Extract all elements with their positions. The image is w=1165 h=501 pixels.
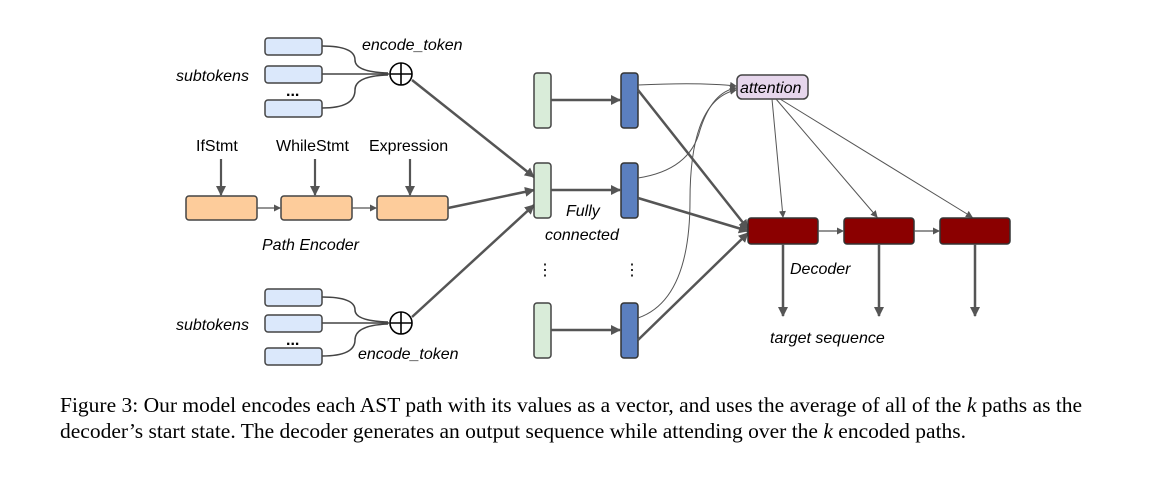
- decoder-label: Decoder: [790, 261, 851, 278]
- merge-curve: [321, 323, 389, 357]
- ellipsis-bottom: ...: [286, 332, 299, 349]
- connected-label: connected: [545, 227, 620, 244]
- decoder: Decoder target sequence: [637, 89, 1011, 347]
- caption-part3: encoded paths.: [832, 419, 967, 443]
- ellipsis-top: ...: [286, 83, 299, 100]
- subtoken-box: [264, 347, 323, 366]
- context-vector: [533, 162, 552, 219]
- context-vector: [533, 302, 552, 359]
- decoder-cell: [939, 217, 1011, 245]
- caption-part2: paths as the decoder’s start state. The …: [60, 393, 1083, 443]
- merge-curve: [321, 296, 389, 323]
- lstm-cell: [185, 195, 258, 221]
- attention-label: attention: [740, 80, 801, 97]
- subtoken-box: [264, 65, 323, 84]
- attention-module: attention: [637, 74, 809, 319]
- sum-icon: [389, 311, 413, 335]
- subtoken-box: [264, 288, 323, 307]
- figure-caption: Figure 3: Our model encodes each AST pat…: [60, 392, 1130, 444]
- merge-curve: [321, 45, 389, 74]
- encode-token-label-bottom: encode_token: [358, 346, 459, 363]
- path-vectors: ⋮: [411, 72, 553, 359]
- subtokens-top-group: ... encode_token subtokens: [176, 37, 463, 118]
- decoder-cell: [843, 217, 915, 245]
- path-encoder: IfStmt WhileStmt Expression Path Encoder: [185, 138, 449, 254]
- caption-k: k: [966, 393, 977, 417]
- caption-part1: Figure 3: Our model encodes each AST pat…: [60, 393, 967, 417]
- lstm-cell: [280, 195, 353, 221]
- target-sequence-label: target sequence: [770, 330, 885, 347]
- token-arrow: [411, 204, 535, 318]
- encoded-vector: [620, 302, 639, 359]
- subtokens-label-top: subtokens: [176, 68, 249, 85]
- subtoken-box: [264, 99, 323, 118]
- subtokens-bottom-group: ... encode_token subtokens: [176, 288, 459, 366]
- node-label-whilestmt: WhileStmt: [276, 138, 349, 155]
- subtokens-label-bottom: subtokens: [176, 317, 249, 334]
- attention-input: [637, 81, 737, 89]
- vdots-vectors: ⋮: [537, 262, 553, 279]
- vdots-encoded: ⋮: [624, 262, 640, 279]
- token-arrow: [411, 79, 535, 178]
- start-state-arrow: [637, 89, 749, 230]
- caption-k: k: [823, 419, 833, 443]
- lstm-cell: [376, 195, 449, 221]
- encoded-vector: [620, 72, 639, 129]
- subtoken-box: [264, 314, 323, 333]
- context-vector: [533, 72, 552, 129]
- attention-output: [775, 98, 878, 218]
- encode-token-label-top: encode_token: [362, 37, 463, 54]
- encoded-vector: [620, 162, 639, 219]
- attention-input: [637, 87, 737, 319]
- start-state-arrow: [637, 232, 749, 341]
- path-arrow: [447, 186, 535, 210]
- subtoken-box: [264, 37, 323, 56]
- path-encoder-label: Path Encoder: [262, 237, 360, 254]
- node-label-ifstmt: IfStmt: [196, 138, 238, 155]
- attention-output: [779, 98, 973, 218]
- merge-curve: [321, 74, 389, 109]
- start-state-arrow: [637, 196, 749, 234]
- node-label-expression: Expression: [369, 138, 448, 155]
- attention-input: [637, 85, 737, 179]
- decoder-cell: [747, 217, 819, 245]
- fully-label: Fully: [566, 203, 601, 220]
- sum-icon: [389, 62, 413, 86]
- fully-connected: ⋮ Fully connected: [545, 72, 640, 359]
- attention-output: [771, 98, 786, 218]
